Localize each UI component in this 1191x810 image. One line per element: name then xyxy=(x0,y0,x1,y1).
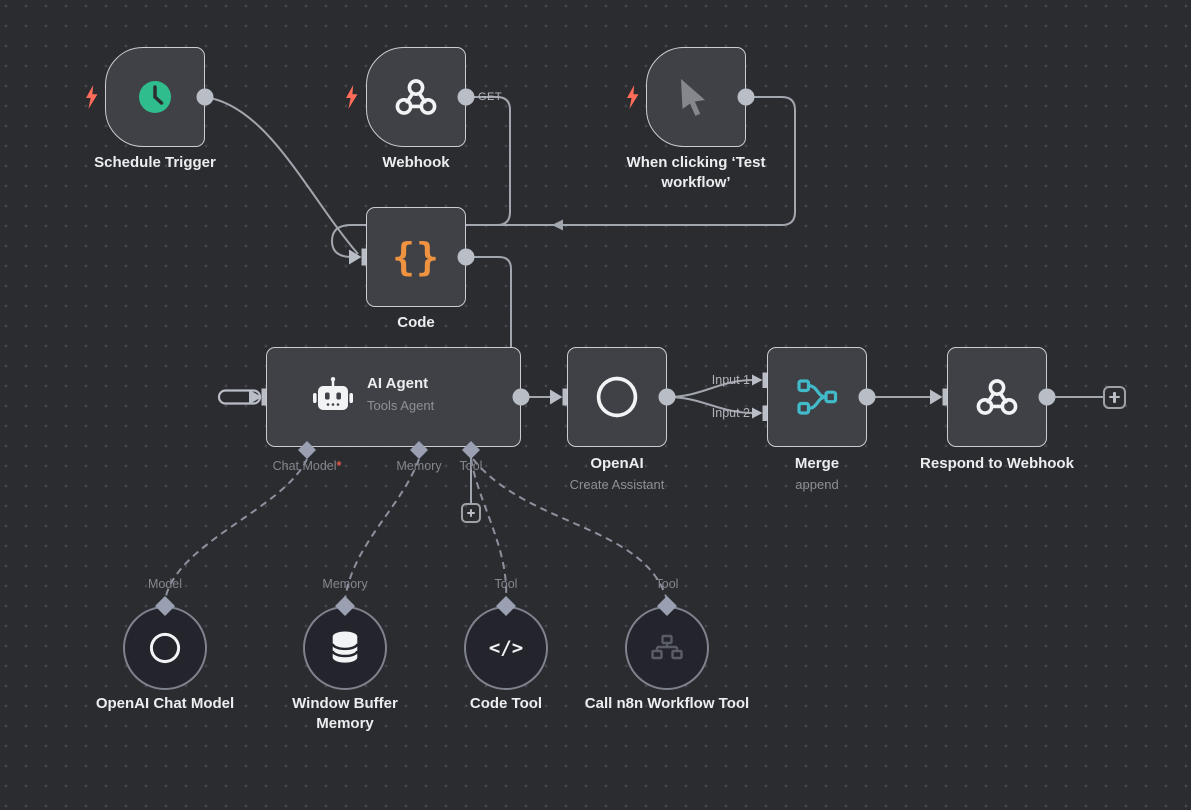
node-respond-to-webhook[interactable] xyxy=(947,347,1047,447)
output-port[interactable] xyxy=(658,388,676,406)
port-label-memory: Memory xyxy=(396,459,442,473)
port-label-memory-top: Memory xyxy=(322,577,368,591)
node-schedule-trigger[interactable] xyxy=(105,47,205,147)
input-port[interactable] xyxy=(550,388,567,406)
ai-agent-subtitle: Tools Agent xyxy=(367,398,435,413)
port-diamond-chat-model[interactable] xyxy=(298,441,316,459)
curly-braces-icon: {} xyxy=(392,235,440,279)
plus-icon xyxy=(469,509,473,517)
port-diamond-memory[interactable] xyxy=(410,441,428,459)
database-icon xyxy=(331,631,359,663)
node-label-call-n8n-workflow-tool: Call n8n Workflow Tool xyxy=(584,695,750,712)
node-merge[interactable] xyxy=(767,347,867,447)
input-port-merge-2[interactable] xyxy=(752,405,767,422)
node-sublabel-openai: Create Assistant xyxy=(569,477,665,492)
edge-webhook-to-code[interactable] xyxy=(330,96,511,258)
port-label-chat-model: Chat Model* xyxy=(272,459,342,473)
node-openai[interactable] xyxy=(567,347,667,447)
node-label-openai: OpenAI xyxy=(590,455,644,472)
node-label-schedule: Schedule Trigger xyxy=(94,154,216,171)
output-port[interactable] xyxy=(457,248,475,266)
plus-icon xyxy=(1113,391,1116,403)
port-label-tool-top: Tool xyxy=(655,577,679,591)
required-asterisk: * xyxy=(336,459,342,473)
node-label-code: Code xyxy=(397,314,435,331)
edge-codetool-dashed[interactable] xyxy=(470,458,508,601)
node-label-webhook: Webhook xyxy=(382,154,450,171)
edge-n8ntool-dashed[interactable] xyxy=(472,458,668,601)
edge-memory-dashed[interactable] xyxy=(344,458,420,601)
node-label-respond: Respond to Webhook xyxy=(920,455,1074,472)
webhook-method-badge: GET xyxy=(478,91,503,103)
sitemap-icon xyxy=(651,634,683,660)
merge-input1-label: Input 1 xyxy=(711,373,750,387)
node-label-manual: When clicking ‘Test workflow’ xyxy=(626,154,766,191)
port-label-model-top: Model xyxy=(147,577,183,591)
port-diamond-model-top[interactable] xyxy=(155,596,175,616)
output-port[interactable] xyxy=(457,88,475,106)
node-label-code-tool: Code Tool xyxy=(469,695,543,712)
lightning-bolt-icon[interactable] xyxy=(627,85,639,109)
webhook-icon xyxy=(976,379,1018,415)
edge-manual-to-code[interactable] xyxy=(500,96,796,226)
code-brackets-icon: </> xyxy=(488,636,524,659)
edge-schedule-to-code[interactable] xyxy=(204,96,359,255)
edge-chatmodel-dashed[interactable] xyxy=(164,458,308,601)
add-tool-button[interactable] xyxy=(461,503,481,523)
output-port[interactable] xyxy=(737,88,755,106)
robot-icon xyxy=(313,377,353,410)
port-diamond-tool-top[interactable] xyxy=(496,596,516,616)
edge-openai-to-merge-input2[interactable] xyxy=(666,396,755,414)
node-webhook[interactable] xyxy=(366,47,466,147)
node-sublabel-merge: append xyxy=(795,477,839,492)
openai-logo-icon xyxy=(149,632,181,664)
edge-direction-arrow xyxy=(552,219,563,231)
node-manual-trigger[interactable] xyxy=(646,47,746,147)
openai-logo-icon xyxy=(596,376,638,418)
output-port[interactable] xyxy=(858,388,876,406)
port-diamond-memory-top[interactable] xyxy=(335,596,355,616)
node-code[interactable]: {} xyxy=(366,207,466,307)
node-label-window-buffer-memory: Window Buffer Memory xyxy=(292,695,398,732)
port-diamond-tool-top[interactable] xyxy=(657,596,677,616)
input-port[interactable] xyxy=(249,388,266,406)
node-ai-agent[interactable]: AI Agent Tools Agent xyxy=(266,347,521,447)
port-label-tool-top: Tool xyxy=(494,577,518,591)
input-port[interactable] xyxy=(349,248,366,266)
add-node-button[interactable] xyxy=(1103,385,1126,409)
output-port[interactable] xyxy=(512,388,530,406)
input-port-merge-1[interactable] xyxy=(752,372,767,389)
lightning-bolt-icon[interactable] xyxy=(346,85,358,109)
node-label-openai-chat-model: OpenAI Chat Model xyxy=(95,695,235,712)
ai-agent-title: AI Agent xyxy=(367,375,429,392)
port-diamond-tool[interactable] xyxy=(462,441,480,459)
node-label-merge: Merge xyxy=(794,455,840,472)
port-label-tool: Tool xyxy=(459,459,483,473)
webhook-icon xyxy=(395,79,437,115)
merge-input2-label: Input 2 xyxy=(711,406,750,420)
output-port[interactable] xyxy=(1038,388,1056,406)
merge-icon xyxy=(797,379,838,415)
lightning-bolt-icon[interactable] xyxy=(86,85,98,109)
clock-icon xyxy=(139,81,171,113)
output-port[interactable] xyxy=(196,88,214,106)
input-port[interactable] xyxy=(930,388,947,406)
input-stub-pill[interactable] xyxy=(217,389,262,405)
cursor-icon xyxy=(681,79,705,116)
edge-code-to-aiagent[interactable] xyxy=(466,256,512,347)
